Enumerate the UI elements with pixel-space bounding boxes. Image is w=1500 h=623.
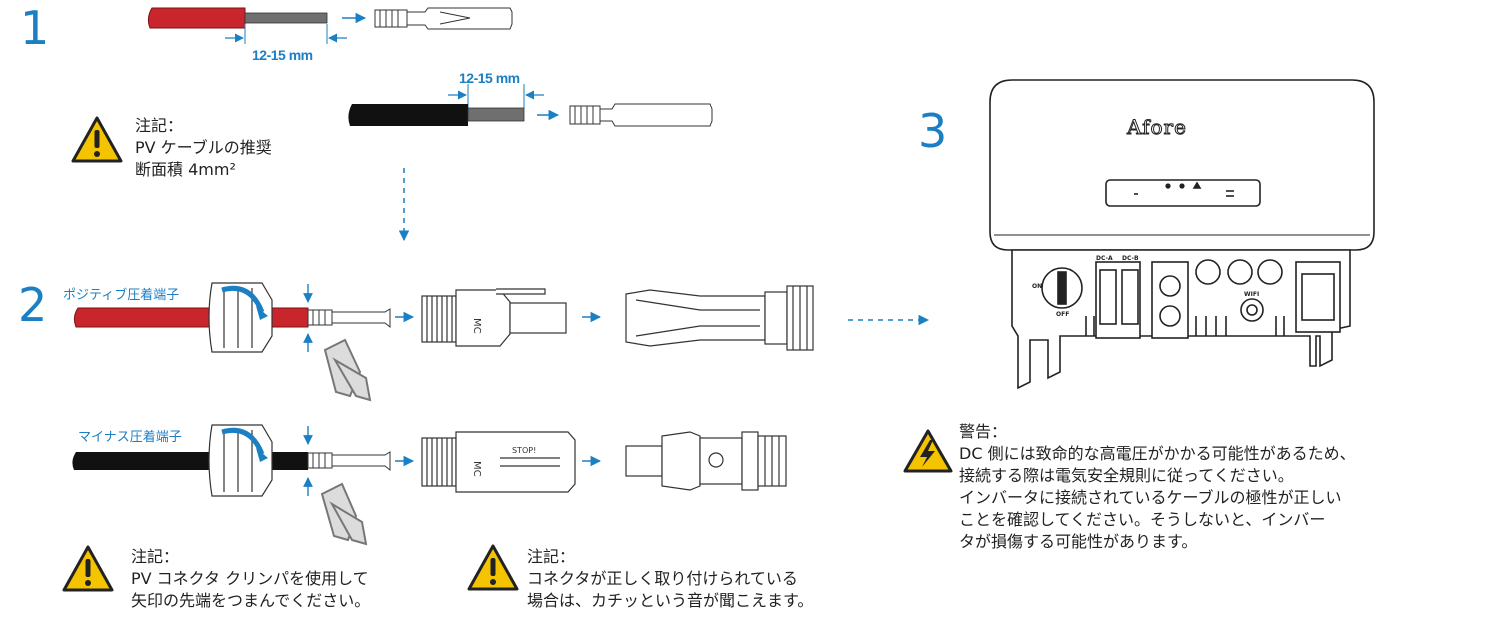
note-crimp-line2: 矢印の先端をつまんでください。 bbox=[131, 591, 371, 610]
note-crimp-title: 注記： bbox=[131, 547, 180, 566]
crimp-pin-negative bbox=[307, 451, 391, 472]
metal-pin-2 bbox=[569, 103, 713, 127]
step-1-number: 1 bbox=[20, 1, 50, 55]
black-cable-stripped bbox=[348, 104, 525, 126]
caution-icon-crimp bbox=[62, 545, 114, 592]
note-cable-line2: 断面積 4mm² bbox=[135, 160, 236, 179]
negative-terminal-label: マイナス圧着端子 bbox=[78, 430, 182, 445]
step-3-number: 3 bbox=[918, 104, 948, 158]
male-connector-body bbox=[421, 288, 567, 347]
red-cable-stripped bbox=[147, 7, 328, 29]
warning-title: 警告： bbox=[959, 422, 1008, 441]
crimp-tool-icon-negative bbox=[320, 482, 368, 546]
note-crimp-tool: 注記： PV コネクタ クリンパを使用して 矢印の先端をつまんでください。 bbox=[131, 546, 370, 612]
assembled-connector-negative bbox=[625, 431, 787, 491]
wifi-label: WIFI bbox=[1244, 291, 1259, 298]
warning-line: ことを確認してください。そうしないと、インバー bbox=[959, 510, 1326, 529]
dc-b-label: DC-B bbox=[1122, 255, 1139, 262]
positive-cable bbox=[73, 307, 309, 328]
warning-line: 接続する際は電気安全規則に従ってください。 bbox=[959, 466, 1294, 485]
stop-mark: STOP! bbox=[512, 446, 536, 455]
negative-cable bbox=[72, 452, 309, 470]
female-connector-body bbox=[421, 431, 576, 493]
mc-mark-positive: MC bbox=[471, 318, 482, 334]
inverter-illustration bbox=[989, 79, 1375, 390]
note-click-sound: 注記： コネクタが正しく取り付けられている 場合は、カチッという音が聞こえます。 bbox=[527, 546, 813, 612]
caution-icon-cable bbox=[71, 116, 123, 163]
assembled-connector-positive bbox=[625, 285, 814, 351]
note-crimp-line1: PV コネクタ クリンパを使用して bbox=[131, 569, 369, 588]
high-voltage-warning: 警告： DC 側には致命的な高電圧がかかる可能性があるため、 接続する際は電気安… bbox=[959, 421, 1356, 553]
crimp-pin-positive bbox=[307, 308, 391, 329]
mc-mark-negative: MC bbox=[471, 461, 482, 477]
warning-line: DC 側には致命的な高電圧がかかる可能性があるため、 bbox=[959, 444, 1356, 463]
positive-terminal-label: ポジティブ圧着端子 bbox=[63, 288, 180, 303]
note-click-title: 注記： bbox=[527, 547, 576, 566]
warning-line: インバータに接続されているケーブルの極性が正しい bbox=[959, 488, 1342, 507]
high-voltage-warning-icon bbox=[903, 429, 953, 473]
nut-negative bbox=[208, 424, 273, 497]
switch-off-label: OFF bbox=[1056, 311, 1069, 318]
step-2-number: 2 bbox=[18, 278, 48, 332]
strip-length-label-1: 12-15 mm bbox=[252, 47, 313, 63]
note-cable-section: 注記： PV ケーブルの推奨 断面積 4mm² bbox=[135, 115, 272, 181]
note-click-line1: コネクタが正しく取り付けられている bbox=[527, 569, 798, 588]
inverter-brand-logo: Afore bbox=[1126, 115, 1187, 139]
nut-positive bbox=[208, 282, 273, 353]
caution-icon-click bbox=[467, 544, 519, 591]
switch-on-label: ON bbox=[1032, 283, 1042, 290]
note-click-line2: 場合は、カチッという音が聞こえます。 bbox=[527, 591, 814, 610]
crimp-tool-icon-positive bbox=[323, 338, 372, 402]
dc-a-label: DC-A bbox=[1096, 255, 1113, 262]
warning-line: タが損傷する可能性があります。 bbox=[959, 532, 1198, 551]
note-cable-title: 注記： bbox=[135, 116, 184, 135]
strip-length-label-2: 12-15 mm bbox=[459, 70, 520, 86]
metal-pin-1 bbox=[374, 7, 513, 30]
note-cable-line1: PV ケーブルの推奨 bbox=[135, 138, 272, 157]
